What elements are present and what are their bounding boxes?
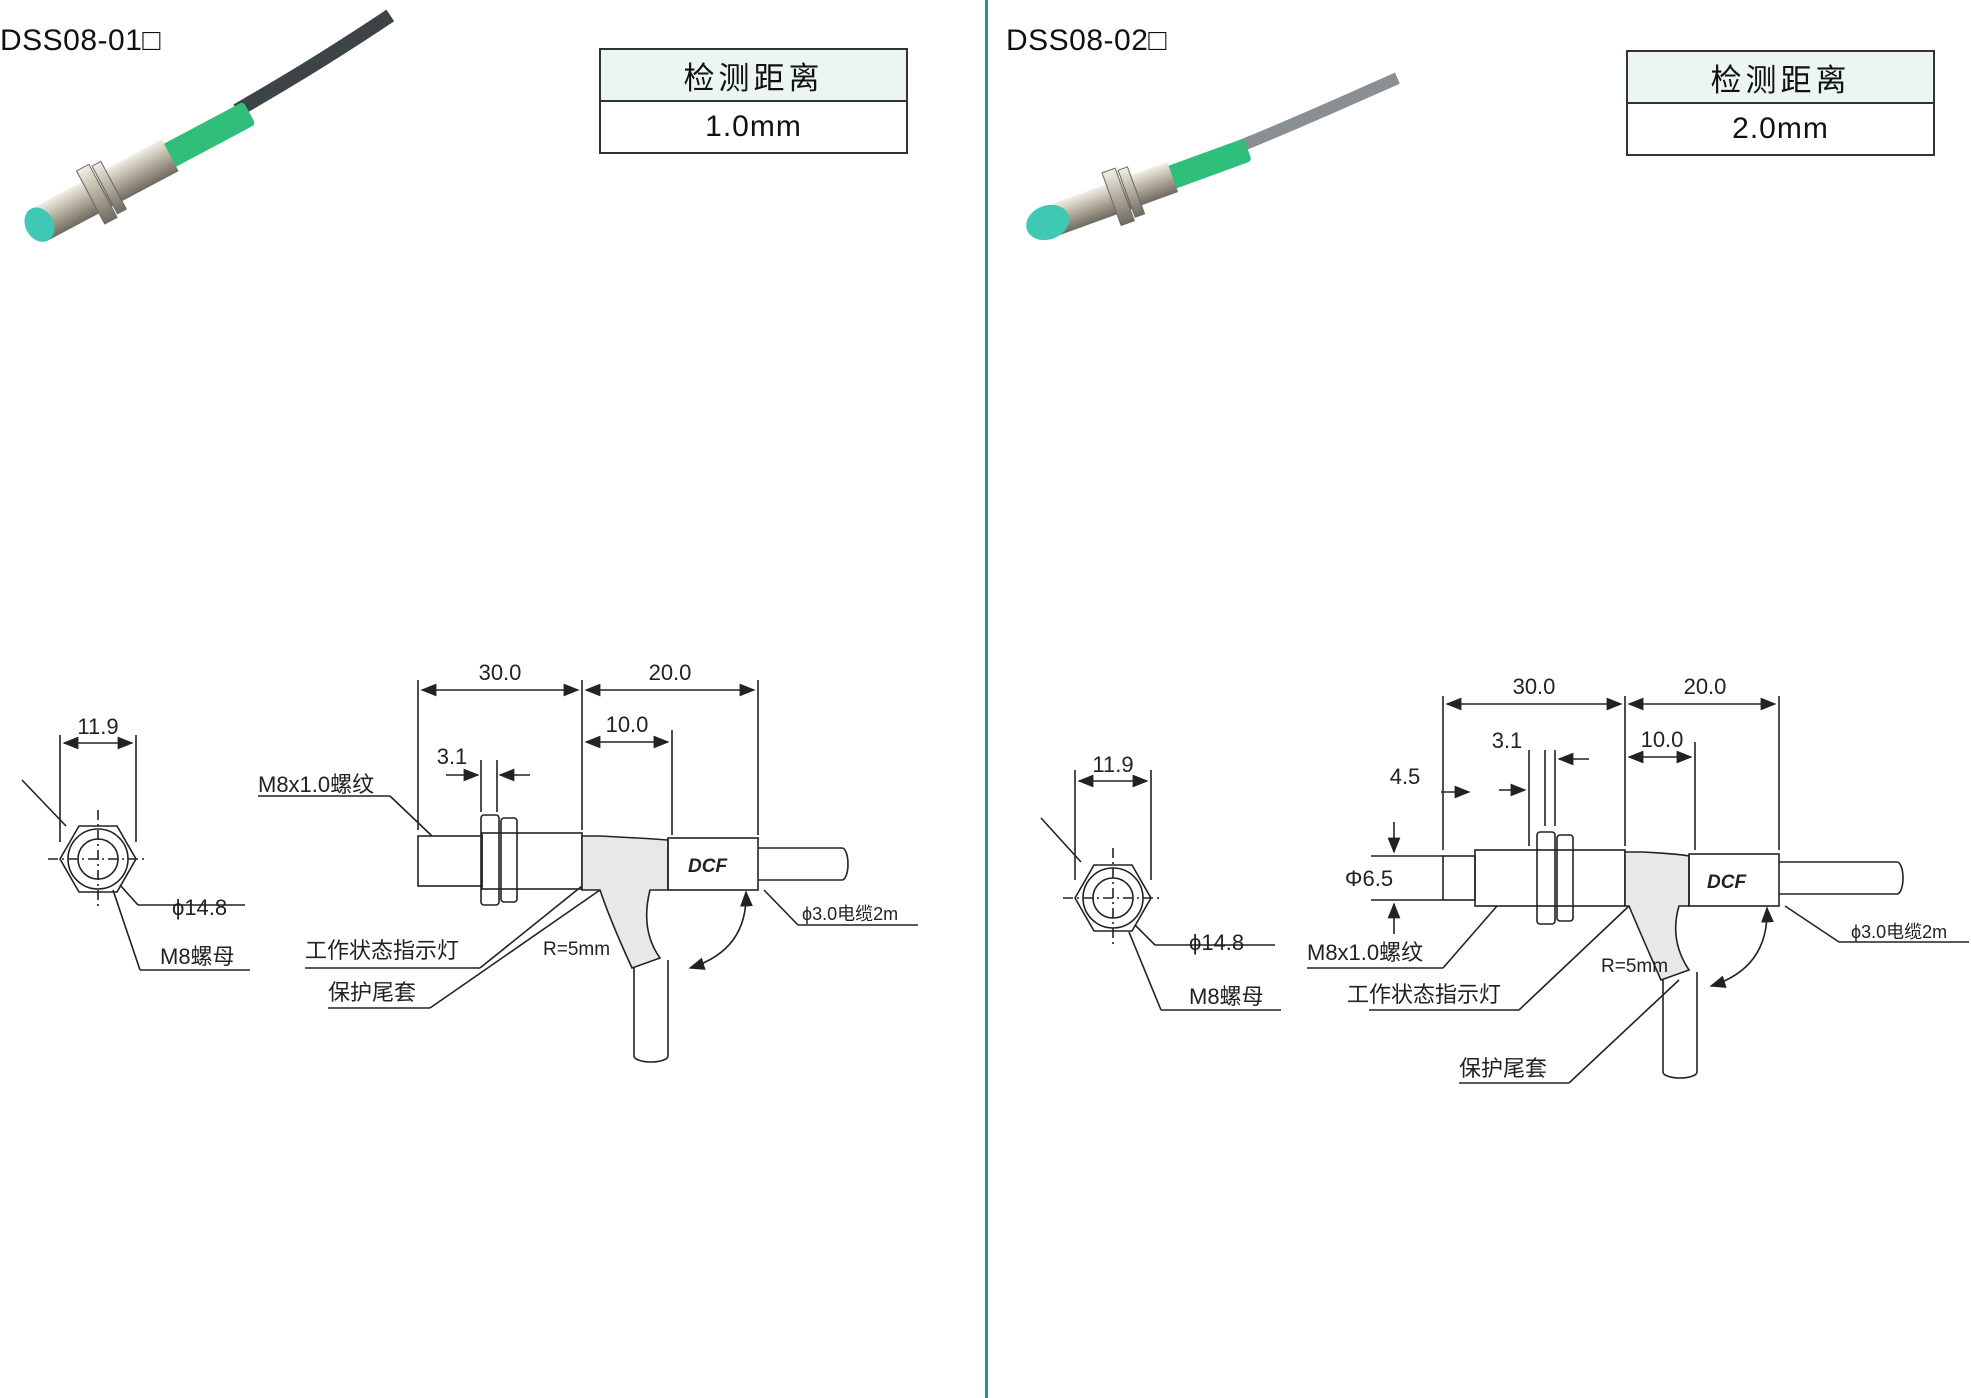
sensor-tip-icon (1026, 204, 1070, 241)
dim-11-9: 11.9 (1092, 752, 1133, 777)
nut-icon (1101, 167, 1135, 227)
dim-20: 20.0 (649, 660, 692, 685)
dim-11-9: 11.9 (77, 714, 118, 739)
green-boot-icon (156, 102, 255, 170)
brand-label: DCF (688, 856, 728, 877)
spec-table: 检测距离 2.0mm (1626, 50, 1935, 156)
dim-20: 20.0 (1684, 674, 1727, 699)
label-indicator: 工作状态指示灯 (1347, 982, 1501, 1007)
product-photo (1026, 72, 1400, 241)
sensor-tip-icon (24, 207, 55, 242)
label-indicator: 工作状态指示灯 (305, 938, 459, 963)
dim-phi-14-8: ϕ14.8 (1189, 930, 1244, 955)
brand-label: DCF (1707, 872, 1747, 893)
threaded-body-icon (29, 139, 179, 242)
label-m8-nut: M8螺母 (1189, 984, 1264, 1009)
label-radius: R=5mm (1601, 956, 1668, 977)
cable-icon (233, 9, 395, 117)
spec-table: 检测距离 1.0mm (599, 48, 908, 154)
dim-10: 10.0 (1641, 727, 1684, 752)
label-thread: M8x1.0螺纹 (1307, 940, 1423, 965)
cable-icon (1238, 72, 1400, 152)
spec-header: 检测距离 (1628, 52, 1933, 104)
label-boot: 保护尾套 (1459, 1056, 1547, 1081)
product-photo (24, 9, 395, 242)
dim-10: 10.0 (606, 712, 649, 737)
label-thread: M8x1.0螺纹 (258, 772, 374, 797)
label-radius: R=5mm (543, 939, 610, 960)
spec-header: 检测距离 (601, 50, 906, 102)
dim-phi-6-5: Φ6.5 (1345, 866, 1393, 891)
nut-icon (75, 163, 118, 225)
spec-value: 2.0mm (1732, 112, 1829, 145)
dim-3-1: 3.1 (437, 744, 468, 769)
panel-divider (985, 0, 988, 1398)
product-panel-dss08-01: DSS08-01□ 检测距离 1.0mm (0, 0, 985, 1398)
dim-phi-14-8: ϕ14.8 (172, 895, 227, 920)
label-m8-nut: M8螺母 (160, 944, 235, 969)
green-boot-icon (1160, 139, 1251, 191)
label-cable: ϕ3.0电缆2m (1851, 922, 1947, 942)
spec-value: 1.0mm (705, 110, 802, 143)
model-title: DSS08-02□ (1006, 24, 1168, 57)
label-cable: ϕ3.0电缆2m (802, 904, 898, 924)
dim-30: 30.0 (1513, 674, 1556, 699)
dim-4-5: 4.5 (1390, 764, 1421, 789)
product-panel-dss08-02: DSS08-02□ 检测距离 2.0mm (989, 0, 1971, 1398)
model-title: DSS08-01□ (0, 24, 162, 57)
technical-drawing: 11.9 ϕ14.8 M8螺母 30.0 20.0 10.0 3.1 4.5 Φ… (1040, 674, 1969, 1084)
technical-drawing: 11.9 ϕ14.8 M8螺母 30.0 20.0 10.0 3.1 M8x1.… (21, 660, 918, 1063)
label-boot: 保护尾套 (328, 980, 416, 1005)
dim-30: 30.0 (479, 660, 522, 685)
dim-3-1: 3.1 (1492, 728, 1523, 753)
